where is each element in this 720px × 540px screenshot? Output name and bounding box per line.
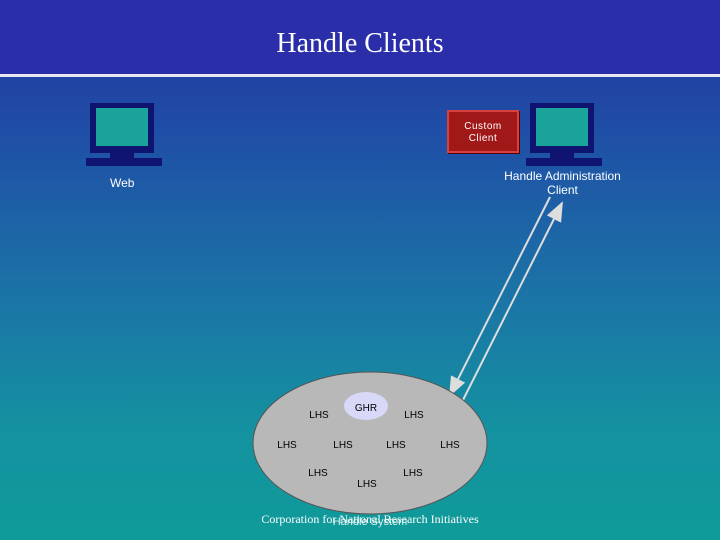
ghr-node: [344, 392, 388, 420]
lhs-node: LHS: [308, 468, 328, 479]
lhs-node: LHS: [277, 440, 297, 451]
lhs-node: LHS: [386, 440, 406, 451]
custom-client-box: Custom Client: [447, 110, 519, 153]
ghr-label: GHR: [355, 403, 377, 414]
lhs-node: LHS: [309, 410, 329, 421]
request-arrow: [449, 196, 551, 397]
title-bar: [0, 0, 720, 77]
handle-system-cluster: [252, 371, 488, 515]
admin-client-label: Handle Administration Client: [504, 169, 621, 197]
lhs-node: LHS: [333, 440, 353, 451]
lhs-node: LHS: [440, 440, 460, 451]
lhs-node: LHS: [357, 479, 377, 490]
footer-org: Corporation for National Research Initia…: [261, 512, 479, 526]
lhs-node: LHS: [403, 468, 423, 479]
response-arrow: [462, 201, 563, 401]
lhs-node: LHS: [404, 410, 424, 421]
web-label: Web: [110, 176, 135, 190]
web-monitor-icon: [86, 103, 162, 166]
footer-system-label: Handle System: [332, 516, 408, 528]
admin-monitor-icon: [526, 103, 602, 166]
slide-title: Handle Clients: [276, 28, 444, 59]
